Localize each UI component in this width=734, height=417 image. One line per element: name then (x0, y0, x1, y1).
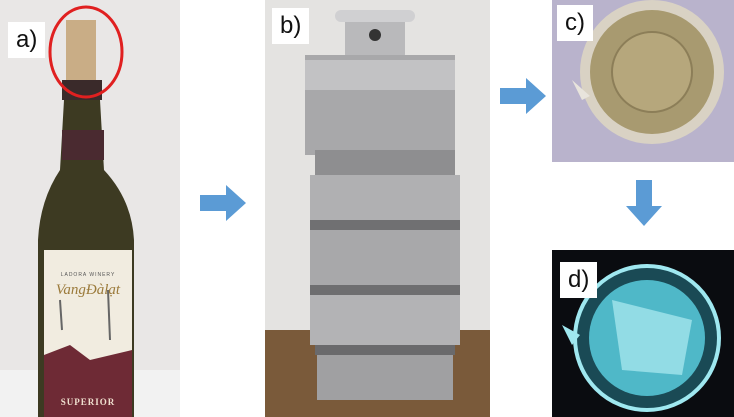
down-arrow-icon (626, 180, 662, 226)
panel-d-label: d) (560, 262, 598, 298)
wine-bottle-image (0, 5, 180, 417)
bottle-grade-text: SUPERIOR (60, 397, 116, 407)
right-arrow-icon (500, 78, 546, 114)
beaker-yellow-solution-image (572, 0, 724, 144)
panel-c-label: c) (557, 5, 593, 41)
bottle-winery-text: LADORA WINERY (60, 272, 116, 278)
beaker-fluorescent-solution-image (562, 264, 721, 412)
panel-a-label: a) (8, 22, 46, 58)
bottle-brand-text: VangĐàlạt (55, 282, 121, 298)
panel-c-solution-photo: c) (552, 0, 734, 162)
highlight-circle (48, 5, 124, 99)
panel-b-label: b) (272, 8, 310, 44)
panel-a-wine-bottle-photo: LADORA WINERY VangĐàlạt SUPERIOR a) (0, 0, 180, 417)
autoclave-image (265, 10, 490, 417)
panel-b-autoclave-photo: b) (265, 0, 490, 417)
right-arrow-icon (200, 185, 246, 221)
panel-d-fluorescent-photo: d) (552, 250, 734, 417)
